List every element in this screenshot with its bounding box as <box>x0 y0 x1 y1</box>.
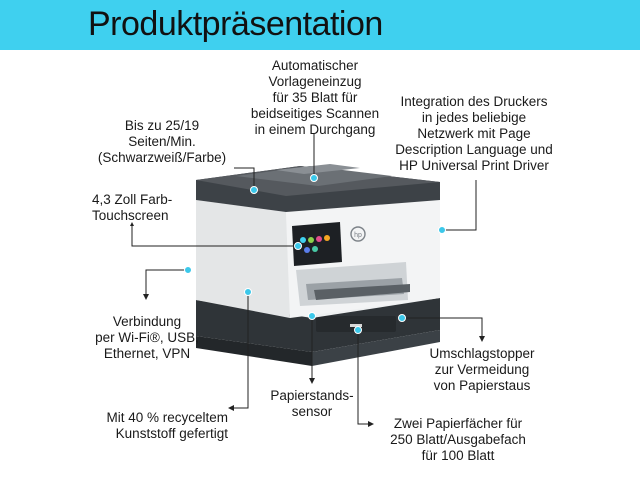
dot-connectivity <box>184 266 192 274</box>
label-sensor: Papierstands-sensor <box>270 388 354 419</box>
label-touchscreen: 4,3 Zoll Farb-Touchscreen <box>92 192 173 223</box>
dot-adf <box>310 174 318 182</box>
dot-envelope <box>398 314 406 322</box>
dot-network <box>438 226 446 234</box>
svg-text:hp: hp <box>354 232 362 239</box>
hp-logo-icon <box>350 226 366 242</box>
dot-sensor <box>308 312 316 320</box>
dot-speed <box>250 186 258 194</box>
title-banner: Produktpräsentation <box>0 0 640 50</box>
page-title: Produktpräsentation <box>88 5 383 43</box>
dot-recycled <box>244 288 252 296</box>
touchscreen <box>292 222 342 266</box>
dot-trays <box>354 326 362 334</box>
dot-touchscreen <box>294 242 302 250</box>
